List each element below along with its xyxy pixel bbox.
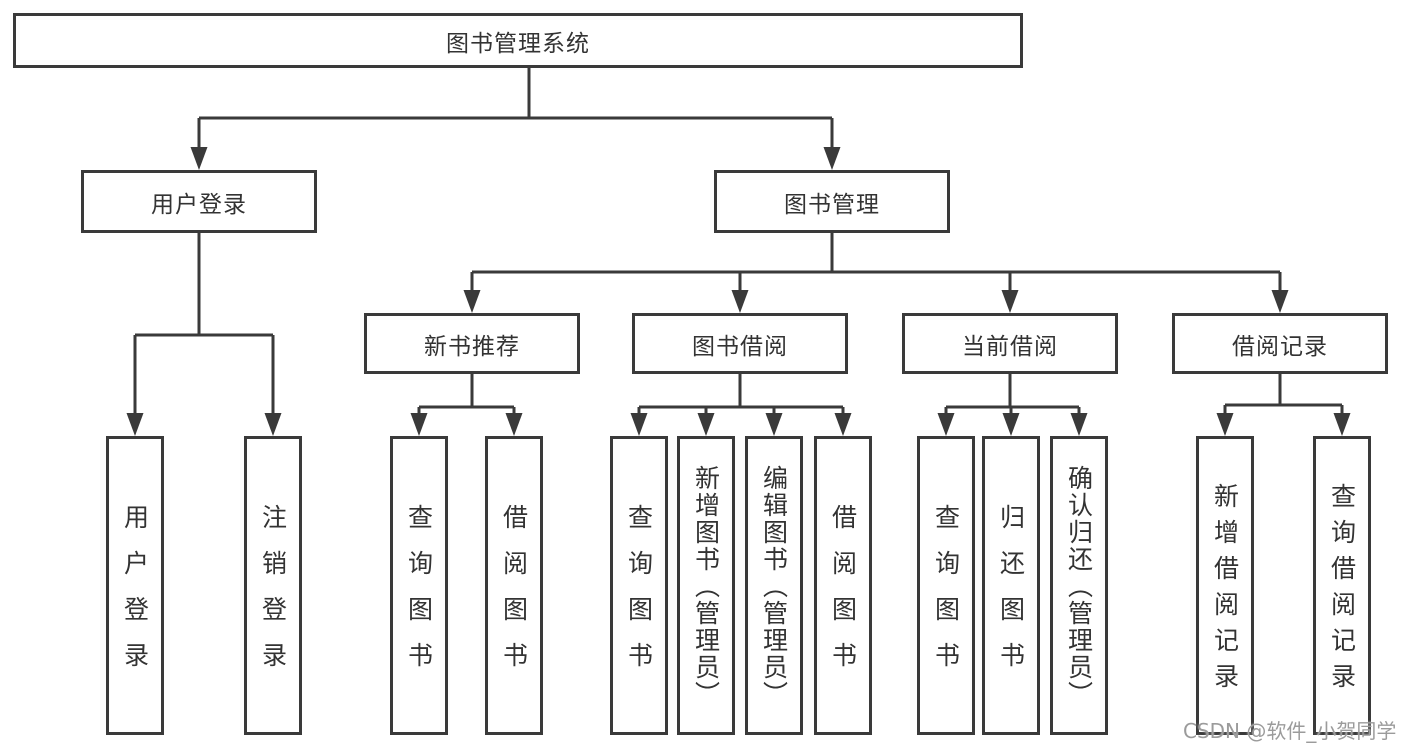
leaf-query-books-borrowing: 查询图书	[610, 436, 668, 735]
node-book-borrowing-label: 图书借阅	[692, 333, 788, 360]
leaf-query-books-recommend-label: 查询图书	[404, 504, 434, 688]
leaf-user-login-label: 用户登录	[120, 504, 150, 688]
leaf-borrow-books-recommend-label: 借阅图书	[499, 504, 529, 688]
leaf-return-books: 归还图书	[982, 436, 1040, 735]
node-root: 图书管理系统	[13, 13, 1023, 68]
leaf-confirm-return-admin-label: 确认归还（管理员）	[1064, 465, 1094, 708]
watermark-text: CSDN @软件_小贺同学	[1183, 719, 1397, 743]
leaf-add-borrow-record: 新增借阅记录	[1196, 436, 1254, 735]
leaf-query-books-current-label: 查询图书	[931, 504, 961, 688]
node-book-borrowing: 图书借阅	[632, 313, 848, 374]
node-user-login: 用户登录	[81, 170, 317, 233]
leaf-edit-books-admin-label: 编辑图书（管理员）	[759, 465, 789, 708]
leaf-return-books-label: 归还图书	[996, 504, 1026, 688]
node-borrowing-records-label: 借阅记录	[1232, 333, 1328, 360]
leaf-query-books-recommend: 查询图书	[390, 436, 448, 735]
node-current-borrowing-label: 当前借阅	[962, 333, 1058, 360]
leaf-borrow-books-recommend: 借阅图书	[485, 436, 543, 735]
leaf-query-books-current: 查询图书	[917, 436, 975, 735]
node-new-book-recommendation: 新书推荐	[364, 313, 580, 374]
leaf-query-borrow-record: 查询借阅记录	[1313, 436, 1371, 735]
leaf-logout-label: 注销登录	[258, 504, 288, 688]
node-book-management-label: 图书管理	[784, 191, 880, 218]
leaf-confirm-return-admin: 确认归还（管理员）	[1050, 436, 1108, 735]
node-user-login-label: 用户登录	[151, 191, 247, 218]
leaf-borrow-books-label: 借阅图书	[828, 504, 858, 688]
leaf-add-books-admin: 新增图书（管理员）	[677, 436, 735, 735]
node-current-borrowing: 当前借阅	[902, 313, 1118, 374]
leaf-query-books-borrowing-label: 查询图书	[624, 504, 654, 688]
leaf-borrow-books: 借阅图书	[814, 436, 872, 735]
leaf-query-borrow-record-label: 查询借阅记录	[1327, 483, 1357, 699]
leaf-add-books-admin-label: 新增图书（管理员）	[691, 465, 721, 708]
leaf-user-login: 用户登录	[106, 436, 164, 735]
leaf-add-borrow-record-label: 新增借阅记录	[1210, 483, 1240, 699]
leaf-edit-books-admin: 编辑图书（管理员）	[745, 436, 803, 735]
node-new-book-recommendation-label: 新书推荐	[424, 333, 520, 360]
node-borrowing-records: 借阅记录	[1172, 313, 1388, 374]
leaf-logout: 注销登录	[244, 436, 302, 735]
node-root-label: 图书管理系统	[446, 30, 590, 57]
node-book-management: 图书管理	[714, 170, 950, 233]
